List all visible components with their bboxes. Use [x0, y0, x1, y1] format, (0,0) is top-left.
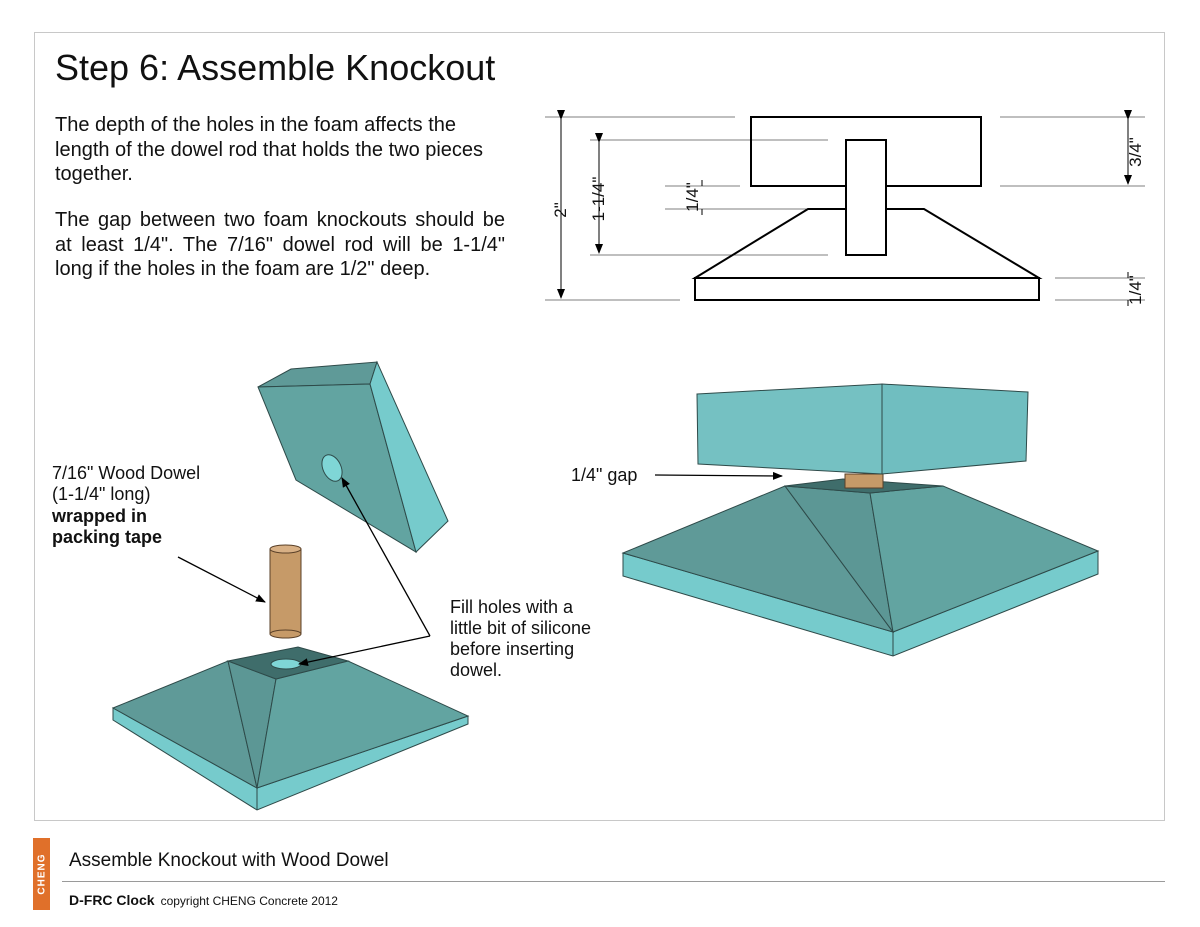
- dimension-labels: 2" 1-1/4" 1/4" 3/4" 1/4": [551, 137, 1145, 305]
- assembled-base: [621, 478, 1100, 657]
- lower-foam-base: [111, 646, 470, 811]
- silicone-callout-line2: little bit of silicone: [450, 618, 591, 638]
- dowel-callout-bold2: packing tape: [52, 527, 162, 547]
- gap-callout: 1/4" gap: [571, 465, 637, 485]
- footer-bottom: D-FRC Clock copyright CHENG Concrete 2012: [69, 892, 338, 910]
- upper-block-hole: [321, 454, 343, 482]
- dowel-section: [845, 139, 887, 256]
- content-panel: [34, 32, 1165, 821]
- dimension-drawing: [545, 110, 1145, 306]
- dim-total-height: 2": [551, 202, 570, 218]
- silicone-callout-line1: Fill holes with a: [450, 597, 574, 617]
- dim-base-thickness: 1/4": [1126, 275, 1145, 305]
- dim-gap: 1/4": [683, 182, 702, 212]
- gap-leader-arrow: [654, 471, 783, 480]
- footer-caption: Assemble Knockout with Wood Dowel: [69, 850, 389, 871]
- silicone-callout-line4: dowel.: [450, 660, 502, 680]
- dim-dowel-length: 1-1/4": [589, 177, 608, 222]
- exploded-view: [111, 360, 470, 811]
- step-title: Assemble Knockout: [177, 47, 496, 88]
- extension-lines: [545, 116, 1145, 301]
- page-title: Step 6: Assemble Knockout: [55, 46, 495, 90]
- upper-foam-block: [257, 360, 449, 554]
- intro-paragraph-2: The gap between two foam knockouts shoul…: [55, 209, 505, 280]
- intro-paragraph-1: The depth of the holes in the foam affec…: [55, 114, 484, 185]
- leader-arrows: [177, 471, 783, 667]
- silicone-callout-line3: before inserting: [450, 639, 574, 659]
- assembled-dowel: [844, 473, 884, 489]
- lower-base-hole: [270, 658, 302, 670]
- copyright-notice: copyright CHENG Concrete 2012: [160, 894, 338, 908]
- dimension-arrows: [557, 110, 1132, 306]
- brand-tag-label: CHENG: [36, 853, 47, 895]
- step-label: Step 6:: [55, 47, 170, 88]
- assembled-view: [621, 383, 1100, 657]
- brand-tag: CHENG: [33, 838, 50, 910]
- base-slab-section: [694, 277, 1040, 301]
- dowel-callout-bold1: wrapped in: [51, 506, 147, 526]
- product-name: D-FRC Clock: [69, 892, 155, 908]
- footer-divider: [62, 881, 1165, 882]
- dowel-callout-line1: 7/16" Wood Dowel: [52, 463, 200, 483]
- assembled-top-block: [696, 383, 1029, 475]
- wood-dowel: [269, 544, 302, 639]
- dowel-callout-line2: (1-1/4" long): [52, 484, 150, 504]
- silicone-leader: [341, 477, 431, 637]
- silicone-leader-lower: [298, 635, 431, 667]
- dowel-leader-arrow: [177, 556, 266, 603]
- dim-top-block: 3/4": [1126, 137, 1145, 167]
